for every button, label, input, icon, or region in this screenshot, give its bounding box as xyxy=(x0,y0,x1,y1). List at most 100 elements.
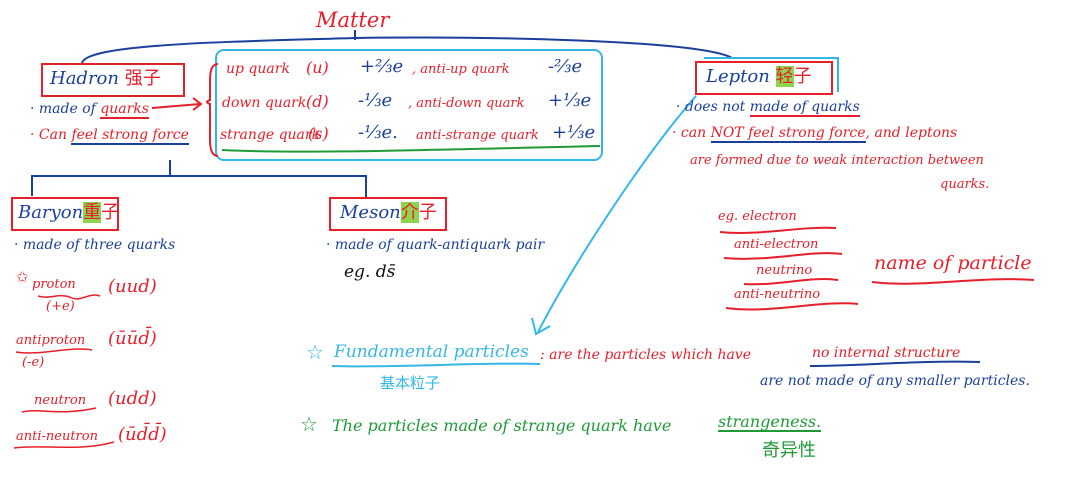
lepton-title-suffix: 子 xyxy=(793,66,812,87)
example-squiggle-1 xyxy=(719,226,837,234)
quark-down-symbol: (d) xyxy=(306,92,329,111)
hadron-title-cn: 强子 xyxy=(124,68,161,89)
antiproton-charge: (-e) xyxy=(22,355,45,370)
proton-squiggle xyxy=(37,294,101,300)
quark-up-symbol: (u) xyxy=(306,58,329,77)
quark-anti-up-name: , anti-up quark xyxy=(412,62,510,77)
lepton-title-highlight: 轻 xyxy=(775,66,794,87)
proton-star-icon: ✩ xyxy=(16,268,29,286)
baryon-title-suffix: 子 xyxy=(101,202,120,223)
lepton-bullet-2-ul: NOT feel strong force xyxy=(710,125,866,143)
proton-name: proton xyxy=(32,277,76,292)
lepton-example-4: anti-neutrino xyxy=(734,287,821,302)
hadron-title-text: Hadron xyxy=(50,68,119,89)
quark-anti-down-name: , anti-down quark xyxy=(408,96,525,111)
lepton-bullet-2-cont2: quarks. xyxy=(940,177,990,192)
lepton-bullet-1: · does not made of quarks xyxy=(676,99,860,117)
lepton-bullet-2-suffix: , and leptons xyxy=(865,125,958,141)
antiproton-composition: (ūūd̄) xyxy=(108,328,157,349)
fundamental-cn: 基本粒子 xyxy=(380,374,441,392)
example-squiggle-3 xyxy=(743,278,839,286)
baryon-title-highlight: 重 xyxy=(83,202,102,223)
baryon-bullet: · made of three quarks xyxy=(14,237,176,253)
quark-down-name: down quark xyxy=(222,95,307,111)
lepton-box xyxy=(695,61,833,95)
lepton-bullet-1-ul: made of quarks xyxy=(749,99,860,117)
quark-box xyxy=(215,49,603,161)
meson-title-suffix: 子 xyxy=(418,202,437,223)
fundamental-definition-cont: are not made of any smaller particles. xyxy=(760,373,1030,389)
hadron-box xyxy=(41,63,185,97)
hadron-bullet-1-ul: quarks xyxy=(100,101,149,119)
example-squiggle-2 xyxy=(723,252,843,260)
baryon-title-text: Baryon xyxy=(18,202,84,223)
quark-anti-strange-charge: +⅓e xyxy=(552,122,596,143)
meson-title-highlight: 介 xyxy=(400,202,419,223)
quark-up-name: up quark xyxy=(226,61,290,77)
examples-label: name of particle xyxy=(874,252,1032,274)
lepton-bullet-2-cont: are formed due to weak interaction betwe… xyxy=(690,153,984,168)
name-of-particle-squiggle xyxy=(871,278,1035,285)
lepton-bullet-2: · can NOT feel strong force, and leptons xyxy=(672,125,958,143)
antiproton-squiggle xyxy=(15,348,93,354)
fundamental-star-icon: ☆ xyxy=(306,340,324,364)
hadron-bullet-2-prefix: · Can xyxy=(30,127,67,143)
strangeness-term: strangeness. xyxy=(718,412,822,432)
hadron-split-line xyxy=(31,175,367,198)
anti-neutron-squiggle xyxy=(13,441,115,449)
baryon-title: Baryon重子 xyxy=(18,202,120,223)
lepton-example-2: anti-electron xyxy=(734,237,819,252)
baryon-box xyxy=(11,197,119,231)
quark-anti-up-charge: -⅔e xyxy=(548,56,583,77)
strangeness-text: The particles made of strange quark have xyxy=(332,416,672,435)
quark-strange-charge: -⅓e. xyxy=(358,122,398,143)
quark-up-charge: +⅔e xyxy=(360,56,404,77)
strangeness-cn: 奇异性 xyxy=(762,440,816,461)
strange-row-underline xyxy=(221,145,601,153)
lepton-box-shadow xyxy=(704,57,839,92)
quark-down-charge: -⅓e xyxy=(358,90,393,111)
quarks-arrow xyxy=(151,103,201,109)
lepton-to-fundamental-arrow-head xyxy=(531,317,551,336)
meson-title: Meson介子 xyxy=(340,202,437,223)
hadron-bullet-2-ul: feel strong force xyxy=(71,127,189,145)
strangeness-star-icon: ☆ xyxy=(300,412,318,436)
meson-example: eg. ds̄ xyxy=(344,262,396,282)
lepton-to-fundamental-arrow xyxy=(537,95,697,333)
neutron-composition: (udd) xyxy=(108,388,157,409)
quark-strange-name: strange quark xyxy=(220,127,321,143)
quarks-arrow-head xyxy=(192,97,203,111)
proton-composition: (uud) xyxy=(108,276,157,297)
proton-charge: (+e) xyxy=(46,299,75,314)
quark-brace xyxy=(206,63,219,157)
lepton-title-text: Lepton xyxy=(706,66,770,87)
fundamental-term: Fundamental particles xyxy=(334,342,529,362)
neutron-squiggle xyxy=(21,407,97,413)
meson-box xyxy=(329,197,447,231)
anti-neutron-name: anti-neutron xyxy=(16,429,98,444)
quark-anti-down-charge: +⅓e xyxy=(548,90,592,111)
lepton-title: Lepton 轻子 xyxy=(706,66,812,87)
matter-title: Matter xyxy=(316,8,390,32)
hadron-bullet-1-prefix: · made of xyxy=(30,101,96,117)
lepton-bullet-1-prefix: · does not xyxy=(676,99,746,115)
no-internal-structure-underline xyxy=(809,360,981,367)
fundamental-definition: : are the particles which have xyxy=(540,347,752,363)
quark-strange-symbol: (s) xyxy=(308,124,329,143)
example-squiggle-4 xyxy=(725,302,859,311)
hadron-bullet-1: · made of quarks xyxy=(30,101,149,119)
quark-anti-strange-name: anti-strange quark xyxy=(416,128,539,143)
hadron-title: Hadron 强子 xyxy=(50,70,161,88)
fundamental-underline xyxy=(331,362,541,368)
anti-neutron-composition: (ūd̄d̄) xyxy=(118,424,167,445)
meson-bullet: · made of quark-antiquark pair xyxy=(326,237,545,253)
neutron-name: neutron xyxy=(34,393,87,408)
antiproton-name: antiproton xyxy=(16,333,86,348)
lepton-bullet-2-prefix: · can xyxy=(672,125,707,141)
fundamental-definition-ul: no internal structure xyxy=(812,345,961,361)
lepton-example-3: neutrino xyxy=(756,263,813,278)
meson-title-text: Meson xyxy=(340,202,401,223)
lepton-example-1: eg. electron xyxy=(718,209,797,224)
hadron-bullet-2: · Can feel strong force xyxy=(30,127,189,145)
